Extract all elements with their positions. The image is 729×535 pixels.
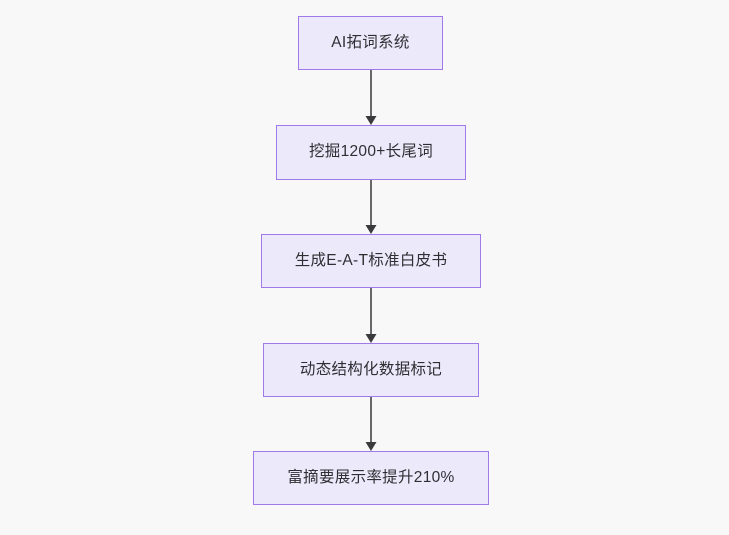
flow-node-n3[interactable]: 生成E-A-T标准白皮书 — [261, 234, 481, 288]
flow-arrow-4 — [365, 397, 377, 451]
flow-arrow-3 — [365, 288, 377, 343]
flow-node-label: AI拓词系统 — [331, 33, 410, 51]
flow-arrow-1 — [365, 70, 377, 125]
arrowhead-icon — [365, 225, 377, 234]
flow-node-label: 挖掘1200+长尾词 — [308, 143, 434, 161]
arrowhead-icon — [365, 334, 377, 343]
flow-node-label: 富摘要展示率提升210% — [287, 468, 455, 486]
flow-node-n1[interactable]: AI拓词系统 — [298, 16, 443, 70]
flow-node-label: 动态结构化数据标记 — [299, 360, 443, 378]
flow-node-n2[interactable]: 挖掘1200+长尾词 — [276, 125, 466, 180]
flow-arrow-2 — [365, 180, 377, 234]
arrowhead-icon — [365, 442, 377, 451]
flow-node-label: 生成E-A-T标准白皮书 — [294, 251, 448, 269]
flow-node-n5[interactable]: 富摘要展示率提升210% — [253, 451, 489, 505]
flow-node-n4[interactable]: 动态结构化数据标记 — [263, 343, 479, 397]
arrowhead-icon — [365, 116, 377, 125]
